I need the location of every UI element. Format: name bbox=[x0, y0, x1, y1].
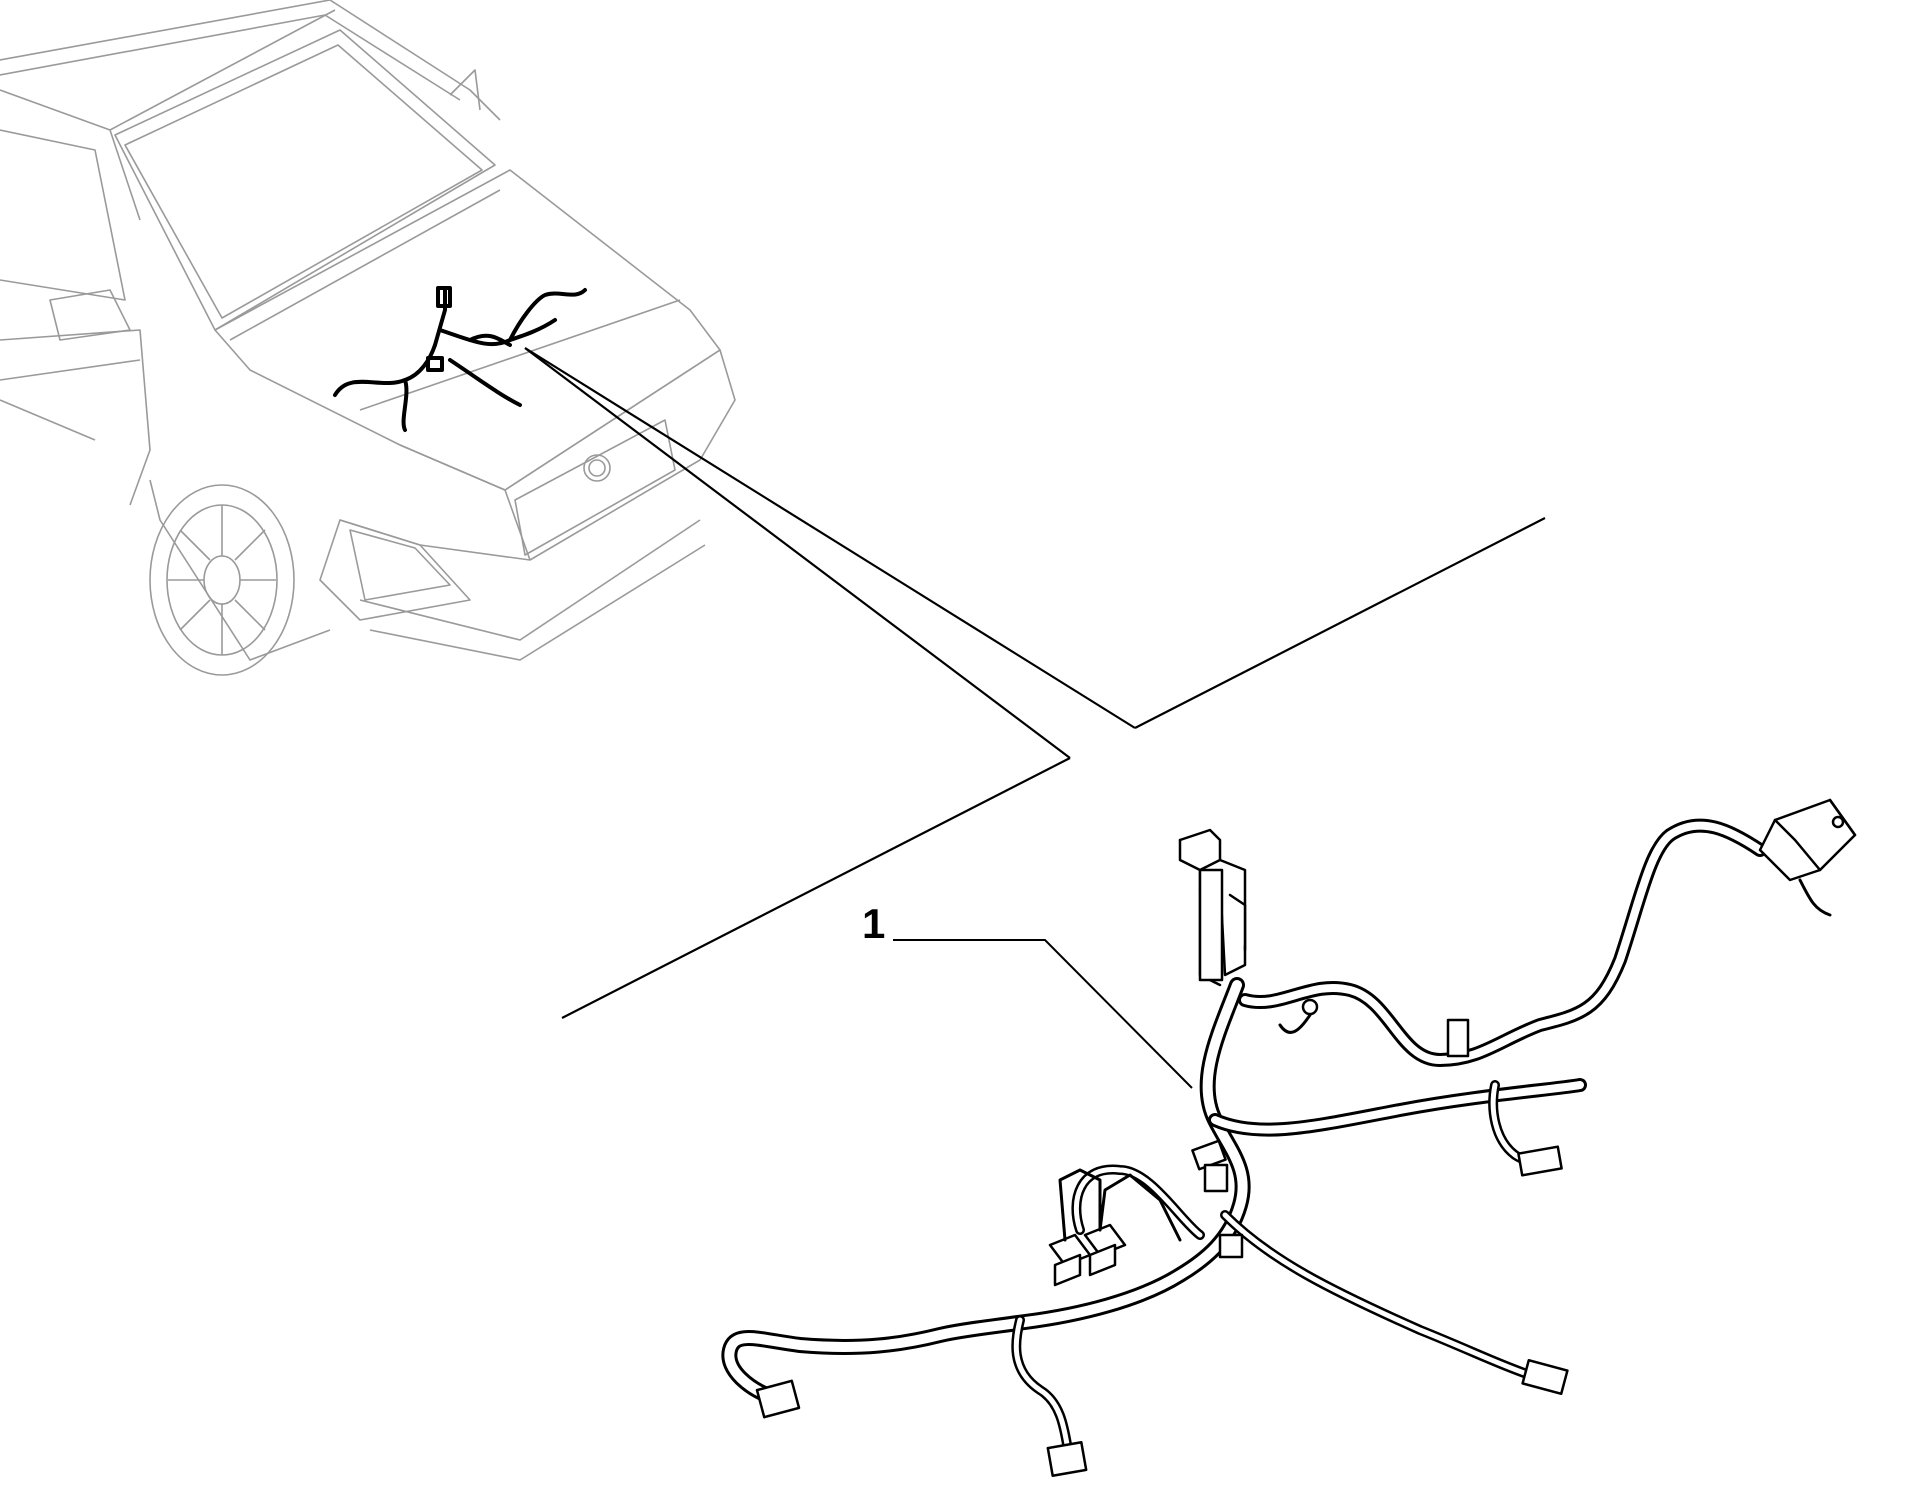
callout-number: 1 bbox=[862, 900, 886, 947]
wiring-harness-part-1 bbox=[729, 798, 1857, 1477]
leader-and-detail-frame bbox=[524, 347, 1546, 1019]
vehicle-outline bbox=[0, 0, 736, 676]
vehicle-harness-highlight bbox=[333, 286, 587, 432]
callout-leader-line bbox=[893, 939, 1193, 1089]
